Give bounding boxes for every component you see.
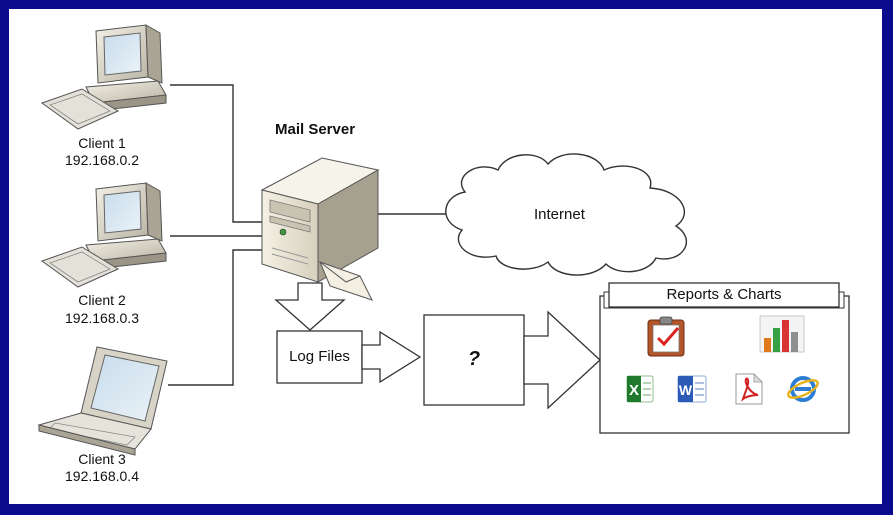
envelope-icon bbox=[319, 261, 373, 301]
svg-text:W: W bbox=[679, 382, 693, 398]
desktop-computer-icon bbox=[40, 24, 167, 130]
word-icon: W bbox=[677, 375, 707, 403]
connection-lines bbox=[168, 84, 452, 386]
unknown-processor-label: ? bbox=[467, 348, 481, 370]
pdf-icon bbox=[735, 373, 763, 405]
log-files-label: Log Files bbox=[289, 348, 350, 365]
svg-text:X: X bbox=[629, 382, 639, 399]
cloud-icon bbox=[445, 153, 687, 276]
excel-icon: X bbox=[626, 375, 654, 403]
internet-label: Internet bbox=[534, 206, 585, 223]
client-1-ip: 192.168.0.2 bbox=[65, 152, 139, 168]
client-3-ip: 192.168.0.4 bbox=[65, 468, 139, 484]
bar-chart-icon bbox=[759, 315, 805, 353]
reports-panel bbox=[599, 282, 850, 434]
internet-explorer-icon bbox=[787, 376, 819, 402]
checklist-icon bbox=[647, 316, 685, 357]
down-arrow bbox=[274, 282, 346, 331]
arrow-to-processor bbox=[361, 330, 422, 384]
server-title: Mail Server bbox=[275, 121, 356, 138]
server-tower-icon bbox=[260, 157, 380, 283]
client-2-name: Client 2 bbox=[78, 292, 126, 308]
desktop-computer-icon bbox=[40, 182, 167, 288]
laptop-icon bbox=[37, 346, 168, 456]
client-1-name: Client 1 bbox=[78, 135, 126, 151]
arrow-to-reports bbox=[523, 310, 601, 410]
unknown-processor-box bbox=[423, 314, 525, 406]
client-3-name: Client 3 bbox=[78, 451, 126, 467]
client-2-ip: 192.168.0.3 bbox=[65, 310, 139, 326]
reports-title: Reports & Charts bbox=[666, 286, 782, 303]
log-files-box bbox=[276, 330, 363, 384]
